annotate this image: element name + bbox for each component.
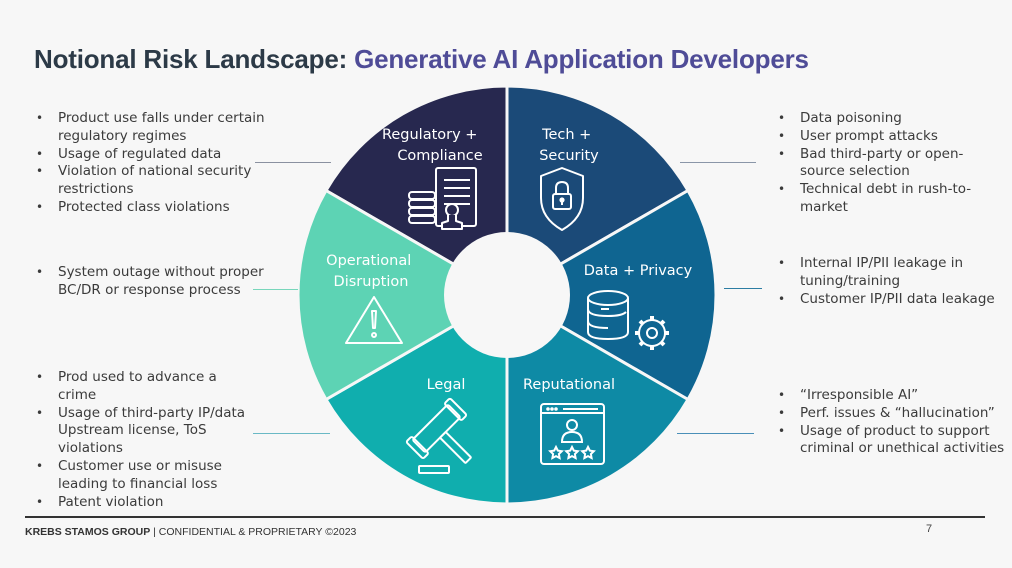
connector-line [253,433,330,434]
segment-label-legal: Legal [427,377,466,393]
risk-list-operational: System outage without proper BC/DR or re… [34,264,274,300]
segment-label-operational: Operational Disruption [326,253,416,290]
segment-label-reputational: Reputational [523,377,615,393]
document-stamp-icon [408,167,477,230]
risk-list-data: Internal IP/PII leakage in tuning/traini… [776,255,1008,308]
risk-item: Technical debt in rush-to-market [776,181,1006,217]
segment-label-tech: Tech + Security [539,127,599,164]
connector-line [724,288,762,289]
slide-title: Notional Risk Landscape: Generative AI A… [34,44,809,75]
risk-item: Violation of national security restricti… [34,163,274,199]
risk-list-tech: Data poisoningUser prompt attacksBad thi… [776,110,1006,217]
risk-list-regulatory: Product use falls under certain regulato… [34,110,274,217]
risk-item: Product use falls under certain regulato… [34,110,274,146]
title-prefix: Notional Risk Landscape: [34,44,355,74]
wheel-center-hole [444,232,570,358]
risk-item: Patent violation [34,494,254,512]
risk-item: Protected class violations [34,199,274,217]
segment-label-regulatory: Regulatory + Compliance [382,127,483,164]
shield-lock-icon [540,167,584,231]
risk-item: Customer IP/PII data leakage [776,291,1008,309]
connector-line [253,289,298,290]
risk-item: Perf. issues & “hallucination” [776,405,1006,423]
database-gear-icon [587,290,669,350]
footer: KREBS STAMOS GROUP | CONFIDENTIAL & PROP… [25,526,356,538]
risk-item: Usage of third-party IP/data Upstream li… [34,405,254,458]
footer-divider [25,516,985,518]
connector-line [677,433,754,434]
connector-line [255,162,331,163]
risk-list-reputational: “Irresponsible AI”Perf. issues & “halluc… [776,387,1006,458]
footer-notice: | CONFIDENTIAL & PROPRIETARY ©2023 [150,526,357,538]
gavel-icon [405,397,472,474]
page-number: 7 [926,523,933,535]
risk-item: Usage of product to support criminal or … [776,423,1006,459]
risk-item: Internal IP/PII leakage in tuning/traini… [776,255,1008,291]
title-highlight: Generative AI Application Developers [354,44,809,74]
risk-item: “Irresponsible AI” [776,387,1006,405]
risk-item: Data poisoning [776,110,1006,128]
risk-item: Customer use or misuse leading to financ… [34,458,254,494]
connector-line [680,162,756,163]
risk-item: System outage without proper BC/DR or re… [34,264,274,300]
footer-company: KREBS STAMOS GROUP [25,526,151,538]
risk-item: Prod used to advance a crime [34,369,254,405]
rating-window-icon [540,403,605,465]
warning-triangle-icon [345,296,403,344]
risk-list-legal: Prod used to advance a crimeUsage of thi… [34,369,254,511]
risk-item: Bad third-party or open-source selection [776,146,1006,182]
segment-label-data: Data + Privacy [584,263,693,279]
risk-item: User prompt attacks [776,128,1006,146]
risk-item: Usage of regulated data [34,146,274,164]
